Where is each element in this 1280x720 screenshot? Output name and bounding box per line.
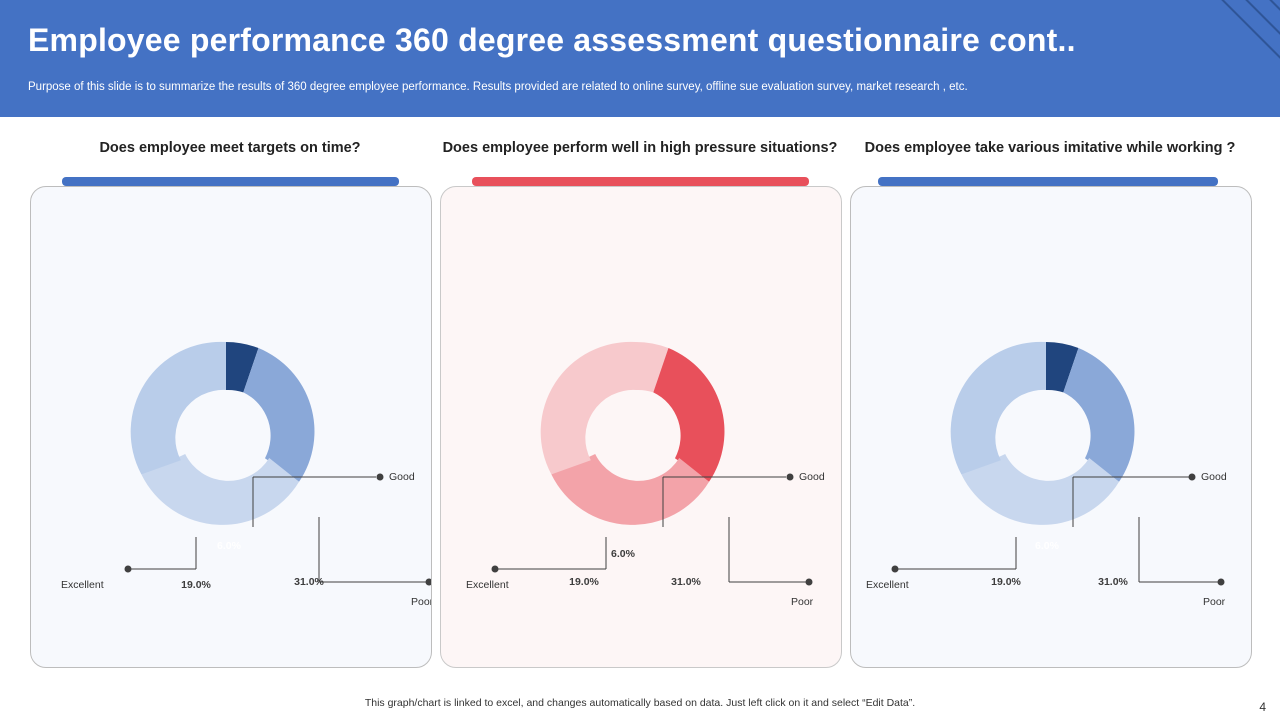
value-label-poor: 31.0% [294, 576, 324, 588]
slice-good [226, 342, 259, 393]
value-label-good: 6.0% [1035, 540, 1060, 552]
page-subtitle: Purpose of this slide is to summarize th… [28, 81, 968, 93]
panel-card-3: Good Poor Excellent Average 6.0% 31.0% 4… [850, 186, 1252, 668]
slide-header: Employee performance 360 degree assessme… [0, 0, 1280, 117]
panel-accent-bar-2 [472, 177, 809, 186]
slice-excellent [540, 341, 636, 475]
panel-card-2: Good Poor Excellent Average 6.0% 31.0% 4… [440, 186, 842, 668]
value-label-excellent: 19.0% [569, 576, 599, 588]
panel-accent-bar-1 [62, 177, 399, 186]
callout-label-poor: Poor [1203, 596, 1226, 608]
slice-poor [243, 348, 315, 482]
callout-label-poor: Poor [411, 596, 431, 608]
callout-label-excellent: Excellent [866, 579, 909, 591]
donut-slices-3 [950, 341, 1135, 525]
callout-label-excellent: Excellent [466, 579, 509, 591]
slice-excellent [950, 341, 1046, 475]
page-number: 4 [1259, 700, 1266, 714]
chart-source-note: This graph/chart is linked to excel, and… [364, 697, 916, 709]
callout-label-good: Good [1201, 471, 1227, 483]
page-title: Employee performance 360 degree assessme… [28, 22, 1076, 58]
callout-label-good: Good [799, 471, 825, 483]
corner-decoration [1180, 0, 1280, 100]
callout-dot-excellent [891, 565, 899, 573]
value-label-excellent: 19.0% [991, 576, 1021, 588]
value-label-poor: 31.0% [1098, 576, 1128, 588]
slice-good [636, 342, 669, 393]
slice-excellent [130, 341, 226, 475]
callout-leaders-1 [129, 476, 429, 583]
callout-dot-good [376, 473, 384, 481]
slice-good [1046, 342, 1079, 393]
slice-average [141, 454, 300, 525]
panel-accent-bar-3 [878, 177, 1218, 186]
value-label-poor: 31.0% [671, 576, 701, 588]
callout-dot-poor [805, 578, 813, 586]
donut-chart-3: Good Poor Excellent Average 6.0% 31.0% 4… [851, 187, 1251, 667]
value-label-good: 6.0% [217, 540, 242, 552]
callout-dot-excellent [491, 565, 499, 573]
panel-card-1: Good Poor Excellent Average 6.0% 31.0% 4… [30, 186, 432, 668]
callout-dot-poor [425, 578, 431, 586]
donut-chart-2: Good Poor Excellent Average 6.0% 31.0% 4… [441, 187, 841, 667]
panel-title-1: Does employee meet targets on time? [99, 140, 361, 156]
donut-chart-1: Good Poor Excellent Average 6.0% 31.0% 4… [31, 187, 431, 667]
donut-slices-1 [130, 341, 315, 525]
callout-dot-poor [1217, 578, 1225, 586]
donut-slices-2 [540, 341, 725, 525]
callout-leaders-2 [496, 476, 809, 583]
panel-title-2: Does employee perform well in high press… [442, 140, 838, 156]
slice-poor [653, 348, 725, 482]
callout-dot-good [786, 473, 794, 481]
callout-leaders-3 [896, 476, 1221, 583]
callout-label-excellent: Excellent [61, 579, 104, 591]
slice-average [551, 454, 710, 525]
callout-label-good: Good [389, 471, 415, 483]
callout-dot-good [1188, 473, 1196, 481]
value-label-excellent: 19.0% [181, 579, 211, 591]
callout-label-poor: Poor [791, 596, 814, 608]
value-label-good: 6.0% [611, 548, 636, 560]
slice-poor [1063, 348, 1135, 482]
panel-title-3: Does employee take various imitative whi… [864, 140, 1236, 156]
callout-dot-excellent [124, 565, 132, 573]
slice-average [961, 454, 1120, 525]
